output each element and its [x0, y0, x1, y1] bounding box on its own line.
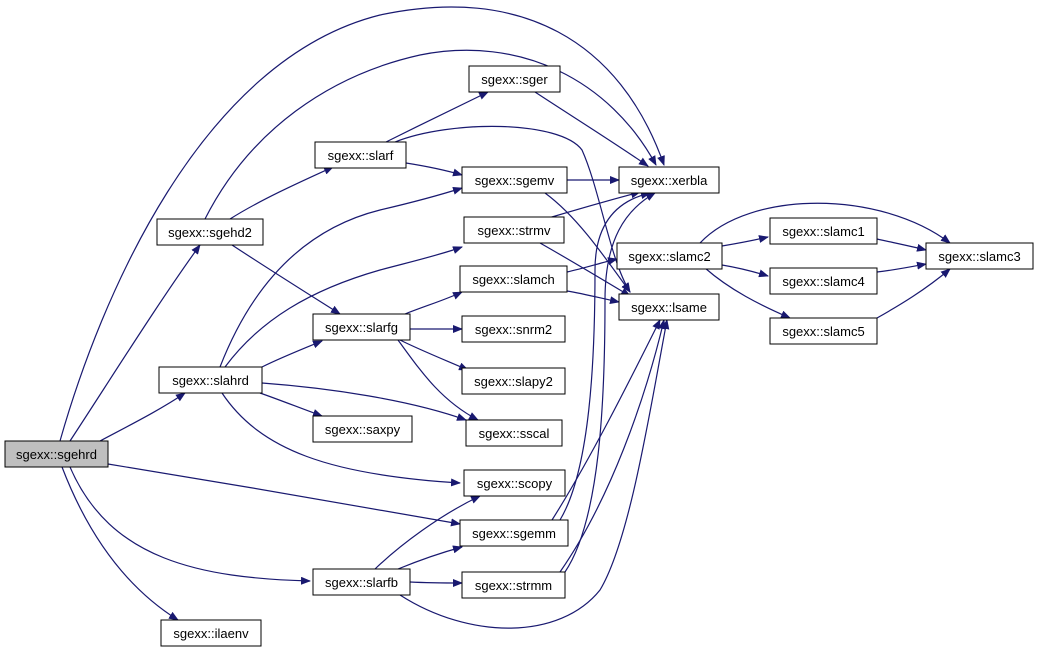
edge-slamc2-slamc5	[704, 267, 791, 319]
edge-slamch-lsame	[566, 290, 620, 305]
edge-sgehrd-xerbla	[59, 6, 665, 442]
edge-sgemm-xerbla	[559, 191, 651, 521]
edge-strmm-xerbla	[564, 192, 656, 573]
edge-sgemm-lsame	[551, 319, 661, 521]
edge-slamc1-slamc3	[876, 238, 927, 252]
node-label: sgexx::sgemv	[475, 173, 555, 188]
node-sgemm[interactable]: sgexx::sgemm	[459, 519, 569, 547]
edge-slamc5-slamc3	[876, 268, 951, 319]
node-sgemv[interactable]: sgexx::sgemv	[461, 166, 568, 194]
node-strmv[interactable]: sgexx::strmv	[463, 216, 565, 244]
node-label: sgexx::slarfg	[325, 320, 398, 335]
node-label: sgexx::slarf	[328, 148, 394, 163]
node-label: sgexx::sgemm	[472, 526, 556, 541]
node-sscal[interactable]: sgexx::sscal	[465, 419, 563, 447]
edge-strmv-xerbla	[544, 190, 641, 220]
edge-slarfb-strmm	[409, 578, 463, 587]
edge-slarfg-slamch	[404, 291, 463, 315]
edge-sgemv-lsame	[544, 192, 631, 293]
edge-sgehrd-sgehd2	[69, 244, 201, 442]
node-label: sgexx::ilaenv	[173, 626, 249, 641]
node-label: sgexx::xerbla	[631, 173, 708, 188]
edge-slarfb-lsame	[399, 319, 670, 629]
node-slapy2[interactable]: sgexx::slapy2	[461, 367, 566, 395]
node-slamc1[interactable]: sgexx::slamc1	[769, 217, 878, 245]
node-label: sgexx::slamc2	[628, 249, 710, 264]
edge-slahrd-sgemv	[219, 186, 463, 368]
node-label: sgexx::slamch	[472, 272, 554, 287]
edge-slarf-sgemv	[405, 162, 463, 177]
edge-slahrd-sscal	[261, 382, 467, 421]
edge-slamc2-slamc3	[699, 202, 951, 244]
node-label: sgexx::strmv	[478, 223, 551, 238]
edge-sgehrd-ilaenv	[61, 466, 179, 621]
edge-slahrd-slarfg	[261, 340, 323, 368]
node-strmm[interactable]: sgexx::strmm	[461, 571, 566, 599]
node-label: sgexx::slahrd	[172, 373, 249, 388]
edge-strmv-lsame	[539, 242, 631, 297]
node-label: sgexx::sgehrd	[16, 447, 97, 462]
node-label: sgexx::lsame	[631, 300, 707, 315]
node-label: sgexx::strmm	[475, 578, 552, 593]
node-slamch[interactable]: sgexx::slamch	[459, 265, 568, 293]
edge-sger-xerbla	[534, 91, 649, 167]
edge-slamch-slamc2	[566, 257, 618, 273]
edge-slamc2-slamc4	[721, 264, 769, 278]
node-label: sgexx::slapy2	[474, 374, 553, 389]
node-sgehd2[interactable]: sgexx::sgehd2	[156, 218, 264, 246]
edge-sgehd2-slarfg	[231, 244, 341, 315]
node-slarfg[interactable]: sgexx::slarfg	[312, 313, 411, 341]
edge-sgehd2-slarf	[229, 166, 334, 220]
node-lsame[interactable]: sgexx::lsame	[618, 293, 720, 321]
edge-sgehd2-xerbla	[204, 49, 657, 220]
node-saxpy[interactable]: sgexx::saxpy	[312, 415, 413, 443]
node-label: sgexx::slamc5	[782, 324, 864, 339]
node-sger[interactable]: sgexx::sger	[468, 65, 561, 93]
node-label: sgexx::sscal	[479, 426, 550, 441]
edge-sgehrd-slarfb	[69, 466, 311, 585]
edge-slahrd-saxpy	[259, 392, 323, 417]
node-label: sgexx::slamc4	[782, 274, 864, 289]
node-label: sgexx::slarfb	[325, 575, 398, 590]
edge-sgehrd-sgemm	[107, 463, 461, 527]
edge-slarfg-slapy2	[399, 339, 469, 371]
edge-sgehrd-slahrd	[99, 392, 186, 442]
node-scopy[interactable]: sgexx::scopy	[463, 469, 566, 497]
node-slamc3[interactable]: sgexx::slamc3	[925, 242, 1034, 270]
node-xerbla[interactable]: sgexx::xerbla	[618, 166, 720, 194]
node-slahrd[interactable]: sgexx::slahrd	[158, 366, 263, 394]
edge-slahrd-strmv	[224, 246, 463, 368]
node-slarf[interactable]: sgexx::slarf	[314, 141, 407, 169]
edge-slarf-sger	[385, 91, 489, 143]
edges	[59, 6, 951, 629]
edge-slahrd-scopy	[221, 392, 461, 487]
node-label: sgexx::slamc1	[782, 224, 864, 239]
nodes: sgexx::sgehrd sgexx::sgehd2 sgexx::slahr…	[4, 65, 1034, 647]
edge-slarfb-scopy	[374, 495, 481, 570]
node-label: sgexx::saxpy	[325, 422, 401, 437]
node-label: sgexx::sger	[481, 72, 548, 87]
node-label: sgexx::sgehd2	[168, 225, 252, 240]
edge-slamc4-slamc3	[876, 261, 927, 273]
node-slamc4[interactable]: sgexx::slamc4	[769, 267, 878, 295]
node-label: sgexx::scopy	[477, 476, 553, 491]
edge-slarf-lsame	[394, 125, 631, 293]
edge-slarfg-sscal	[397, 339, 479, 421]
node-label: sgexx::slamc3	[938, 249, 1020, 264]
node-sgehrd[interactable]: sgexx::sgehrd	[4, 440, 109, 468]
node-ilaenv[interactable]: sgexx::ilaenv	[160, 619, 262, 647]
node-label: sgexx::snrm2	[475, 322, 552, 337]
edge-slamc2-slamc1	[721, 235, 769, 247]
node-slamc5[interactable]: sgexx::slamc5	[769, 317, 878, 345]
edge-strmm-lsame	[559, 319, 666, 573]
node-snrm2[interactable]: sgexx::snrm2	[461, 315, 566, 343]
edge-slarfb-sgemm	[397, 545, 463, 570]
node-slamc2[interactable]: sgexx::slamc2	[616, 242, 723, 270]
node-slarfb[interactable]: sgexx::slarfb	[312, 568, 411, 596]
